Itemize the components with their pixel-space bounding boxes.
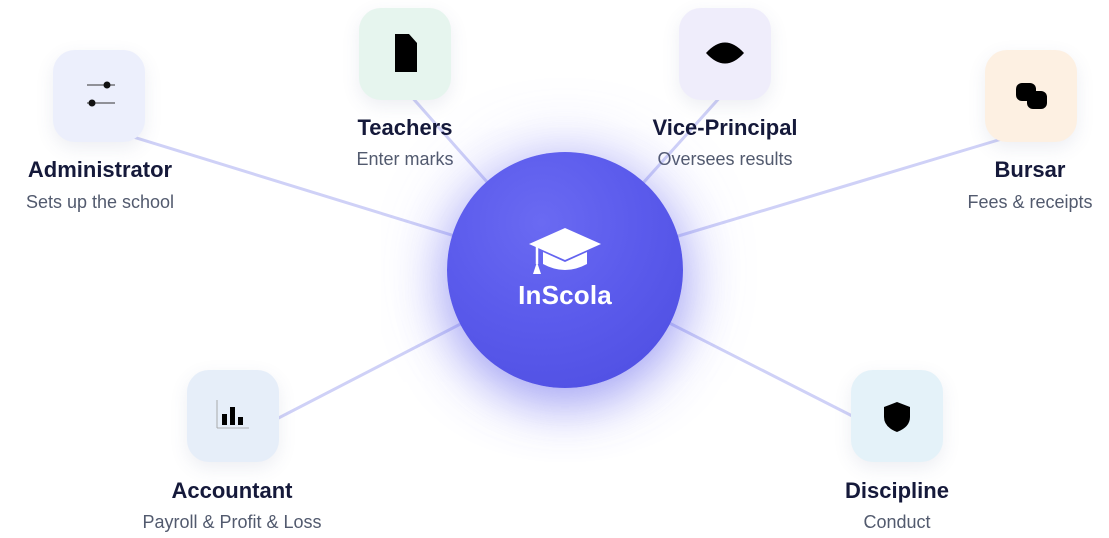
inscola-hub[interactable]: InScola (447, 152, 683, 388)
document-icon (395, 34, 417, 72)
administrator-subtitle: Sets up the school (25, 192, 175, 212)
sliders-icon (87, 81, 115, 107)
accountant-title: Accountant (171, 478, 293, 503)
vice-principal-tile[interactable] (679, 8, 771, 100)
discipline-title: Discipline (845, 478, 949, 503)
bursar-title: Bursar (994, 157, 1066, 182)
bar-chart-icon (216, 400, 249, 429)
vice-principal-subtitle: Oversees results (657, 149, 793, 169)
hub-label: InScola (518, 280, 612, 310)
accountant-tile[interactable] (187, 370, 279, 462)
coins-icon (1016, 83, 1047, 109)
administrator-tile[interactable] (53, 50, 145, 142)
accountant-subtitle: Payroll & Profit & Loss (142, 512, 322, 532)
discipline-subtitle: Conduct (863, 512, 931, 532)
bursar-tile[interactable] (985, 50, 1077, 142)
vice-principal-title: Vice-Principal (652, 115, 798, 140)
shield-icon (884, 402, 910, 432)
eye-icon (706, 42, 744, 64)
teachers-tile[interactable] (359, 8, 451, 100)
graduation-cap-icon (529, 228, 601, 274)
teachers-subtitle: Enter marks (356, 149, 454, 169)
bursar-subtitle: Fees & receipts (967, 192, 1093, 212)
administrator-title: Administrator (27, 157, 173, 182)
teachers-title: Teachers (357, 115, 453, 140)
discipline-tile[interactable] (851, 370, 943, 462)
